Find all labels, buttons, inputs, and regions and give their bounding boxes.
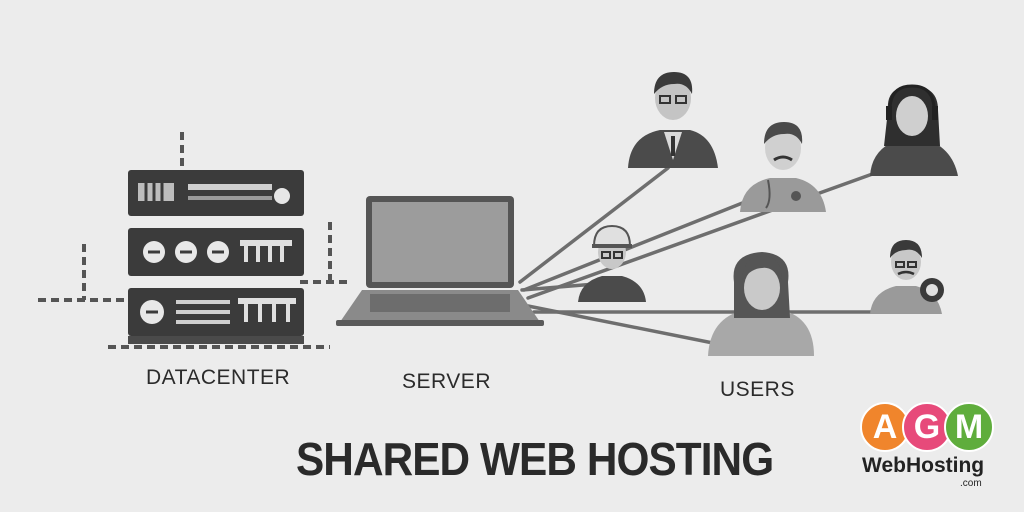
woman-icon [708,252,814,356]
engineer-icon [578,224,646,302]
logo-brand-name: WebHosting [862,454,985,477]
logo-letter-m: M [944,402,994,452]
logo-domain-suffix: .com [960,478,982,489]
logo-letter-a: A [860,402,910,452]
diagram-title: SHARED WEB HOSTING [296,433,774,485]
headset-agent-icon [870,84,958,176]
datacenter-label: DATACENTER [146,366,291,389]
businessman-icon [628,72,718,168]
server-label: SERVER [402,370,491,393]
network-cables [38,132,350,349]
logo-letter-g: G [902,402,952,452]
server-rack-icon [128,170,304,344]
users-label: USERS [720,378,795,401]
support-person-icon [870,240,944,314]
agm-webhosting-logo: A G M WebHosting .com [852,398,1012,498]
laptop-icon [336,196,544,326]
doctor-icon [740,122,826,212]
user-connections [518,166,900,348]
